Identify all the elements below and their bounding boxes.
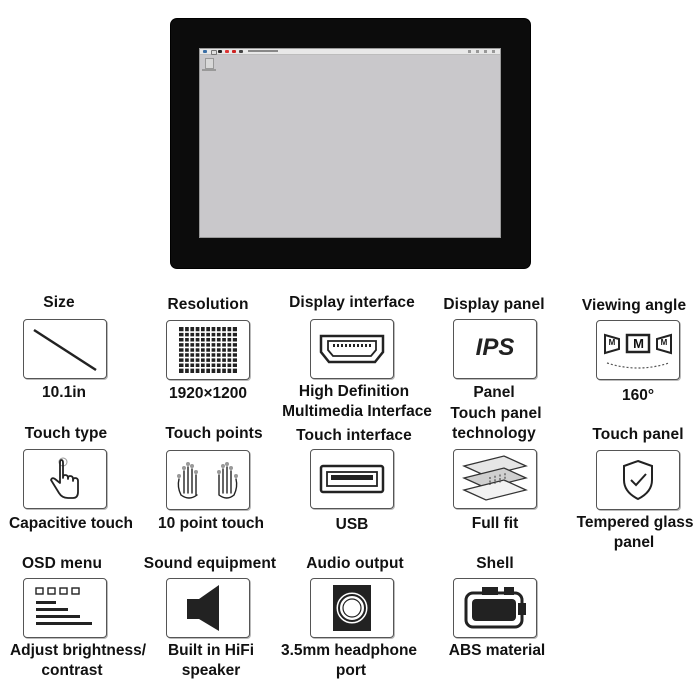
app-icon (239, 50, 243, 53)
device-shell-icon (464, 587, 526, 629)
size-title: Size (43, 294, 75, 311)
display-interface-icon-box (310, 319, 394, 379)
viewing-angle-icon-box: M M M (596, 320, 680, 380)
sound-equipment-icon-box (166, 578, 250, 638)
browser-icon (211, 50, 217, 55)
desktop-trash-icon (205, 58, 214, 69)
touch-panel-tech-title-line1: Touch panel (450, 405, 542, 422)
audio-output-value-line2: port (335, 662, 367, 679)
tray-icon (484, 50, 487, 53)
viewing-angle-title: Viewing angle (581, 297, 687, 314)
sound-equipment-value-line1: Built in HiFi (167, 642, 255, 659)
sound-equipment-value-line2: speaker (181, 662, 241, 679)
touch-type-value: Capacitive touch (8, 515, 134, 532)
touch-type-title: Touch type (24, 425, 108, 442)
touch-type-icon-box (23, 449, 107, 509)
monitor-image (171, 19, 530, 268)
touch-points-icon-box (166, 450, 250, 510)
touch-panel-icon-box (596, 450, 680, 510)
shell-value: ABS material (448, 642, 546, 659)
terminal-icon (218, 50, 222, 53)
osd-menu-icon-box (23, 578, 107, 638)
diagonal-line-icon (33, 328, 97, 372)
audio-output-value-line1: 3.5mm headphone (280, 642, 418, 659)
tray-icon (492, 50, 495, 53)
app-icon (232, 50, 236, 53)
touch-panel-tech-title-line2: technology (452, 425, 536, 442)
desktop-taskbar (200, 49, 500, 55)
ten-finger-touch-icon (177, 462, 238, 499)
viewing-angle-m-left: M (608, 338, 616, 347)
touch-points-value: 10 point touch (158, 515, 264, 532)
menu-icon (203, 50, 207, 53)
touch-interface-value: USB (335, 516, 369, 533)
layered-panel-icon (462, 455, 528, 501)
monitor-screen (199, 48, 501, 238)
audio-output-title: Audio output (306, 555, 404, 572)
speaker-icon (187, 585, 219, 631)
pixel-grid-icon (179, 327, 237, 373)
viewing-angle-m-label: M (633, 336, 644, 351)
touch-panel-value-line2: panel (613, 534, 655, 551)
display-panel-icon-box: IPS (453, 319, 537, 379)
resolution-value: 1920×1200 (168, 385, 248, 402)
viewing-angle-m-right: M (660, 338, 668, 347)
size-value: 10.1in (42, 384, 86, 401)
display-panel-title: Display panel (443, 296, 545, 313)
tray-icon (476, 50, 479, 53)
ips-text-icon: IPS (475, 334, 515, 361)
touch-interface-icon-box (310, 449, 394, 509)
size-icon-box (23, 319, 107, 379)
audio-output-icon-box (310, 578, 394, 638)
osd-menu-value-line1: Adjust brightness/ (9, 642, 147, 659)
display-panel-value: Panel (473, 384, 515, 401)
touch-interface-title: Touch interface (296, 427, 412, 444)
sound-equipment-title: Sound equipment (143, 555, 277, 572)
touch-panel-title: Touch panel (592, 426, 684, 443)
display-interface-value-line2: Multimedia Interface (282, 403, 432, 420)
shell-icon-box (453, 578, 537, 638)
touch-points-title: Touch points (165, 425, 263, 442)
display-interface-value-line1: High Definition (298, 383, 410, 400)
shell-title: Shell (476, 555, 514, 572)
touch-panel-tech-value: Full fit (471, 515, 519, 532)
shield-check-icon (623, 459, 653, 501)
touch-panel-value-line1: Tempered glass (576, 514, 694, 531)
viewing-angle-value: 160° (621, 387, 655, 404)
usb-port-icon (319, 464, 385, 494)
taskbar-window-title (248, 50, 278, 52)
touch-panel-tech-icon-box (453, 449, 537, 509)
display-interface-title: Display interface (289, 294, 415, 311)
tray-icon (468, 50, 471, 53)
osd-menu-title: OSD menu (21, 555, 103, 572)
osd-menu-value-line2: contrast (41, 662, 103, 679)
resolution-icon-box (166, 320, 250, 380)
finger-touch-icon (50, 457, 79, 499)
resolution-title: Resolution (167, 296, 249, 313)
desktop-icon-label (202, 69, 216, 71)
app-icon (225, 50, 229, 53)
hdmi-port-icon (319, 334, 385, 364)
headphone-port-icon (333, 585, 371, 631)
osd-menu-icon (35, 587, 92, 625)
viewing-angle-icon (604, 333, 672, 369)
